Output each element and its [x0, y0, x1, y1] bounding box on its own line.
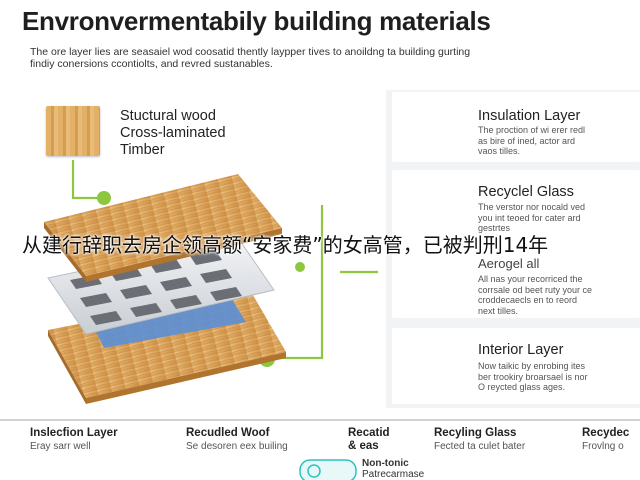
card-body-line: The verstor nor nocald ved [478, 202, 586, 212]
card-insulation: Insulation Layer The proction of wi erer… [392, 92, 640, 162]
page-subtitle: The ore layer lies are seasaiel wod coos… [30, 46, 640, 70]
card-body-line: O reycted glass ages. [478, 382, 566, 392]
card-body: The proction of wi erer redl as bire of … [478, 125, 638, 157]
bottom-column: Recydec Frovlng o [582, 427, 629, 452]
card-body-line: you int teoed for cater ard [478, 212, 581, 223]
card-body-line: croddecaecls en to reord [478, 295, 578, 305]
connector-dot [295, 262, 305, 272]
bottom-column-title: Recydec [582, 427, 630, 439]
bottom-column: Recatid & eas [348, 427, 408, 453]
blue-frame-layer [90, 296, 246, 348]
bottom-column-title: Recyling Glass [434, 427, 517, 439]
card-body-line: gestrtes [478, 223, 511, 233]
subtitle-line: The ore layer lies are seasaiel wod coos… [30, 46, 471, 58]
connector-dot [97, 191, 111, 205]
card-body-line: ber trookiry broarsael is nor [478, 371, 588, 382]
bottom-small-label: Non-tonic Patrecarmase [362, 458, 424, 480]
card-body-line: as bire of ined, actor ard [478, 135, 576, 146]
bottom-round-icon [299, 459, 357, 480]
card-body-line: corrsale od beet ruty your ce [478, 284, 593, 295]
page-title: Envronvermentabily building materials [22, 6, 491, 36]
wood-label-line: Stuctural wood [120, 108, 216, 124]
card-body-line: All nas your recorriced the [478, 274, 583, 284]
card-body-line: next tilles. [478, 305, 519, 316]
bottom-divider [0, 419, 640, 421]
wood-label-line: Timber [120, 142, 165, 158]
subtitle-line: findiy conersions ccontiolts, and revred… [30, 58, 273, 70]
bottom-column: Recyling Glass Fected ta culet bater [434, 427, 525, 452]
bottom-column: Inslecfion Layer Eray sarr well [30, 427, 118, 452]
card-interior-layer: Interior Layer Now taikic by enrobing it… [392, 328, 640, 404]
card-body: All nas your recorriced the corrsale od … [478, 274, 638, 316]
bottom-column-sub: Se desoren eex builing [186, 441, 288, 452]
wood-swatch-icon [46, 106, 100, 156]
bottom-column-sub: Eray sarr well [30, 441, 91, 452]
card-body-line: Now taikic by enrobing ites [478, 361, 586, 371]
card-body-line: vaos tilles. [478, 146, 521, 156]
overlay-caption: 从建行辞职去房企领高额“安家费”的女高管，已被判刑14年 [22, 233, 549, 257]
bottom-column-title: Recudled Woof [186, 427, 270, 439]
bottom-small-line: Non-tonic [362, 458, 409, 469]
wood-label: Stuctural wood Cross-laminated Timber [120, 108, 300, 159]
bottom-column-title: Inslecfion Layer [30, 427, 118, 439]
bottom-column-title: Recatid & eas [348, 427, 390, 452]
card-body: The verstor nor nocald ved you int teoed… [478, 202, 638, 234]
bottom-column-sub: Frovlng o [582, 441, 624, 452]
card-subtitle: Aerogel all [478, 256, 540, 271]
card-recycled-glass: Recyclel Glass The verstor nor nocald ve… [392, 170, 640, 318]
card-title: Recyclel Glass [478, 184, 574, 200]
card-body: Now taikic by enrobing ites ber trookiry… [478, 361, 638, 393]
wood-label-line: Cross-laminated [120, 125, 226, 141]
glass-grid-layer [47, 237, 275, 335]
card-title: Insulation Layer [478, 108, 581, 124]
bottom-column-sub: Fected ta culet bater [434, 441, 526, 452]
wood-top-layer [44, 174, 282, 282]
card-body-line: The proction of wi erer redl [478, 125, 586, 135]
card-title: Interior Layer [478, 342, 564, 358]
connector-wood-line [71, 160, 104, 200]
bottom-small-line: Patrecarmase [362, 469, 425, 480]
bottom-column: Recudled Woof Se desoren eex builing [186, 427, 288, 452]
